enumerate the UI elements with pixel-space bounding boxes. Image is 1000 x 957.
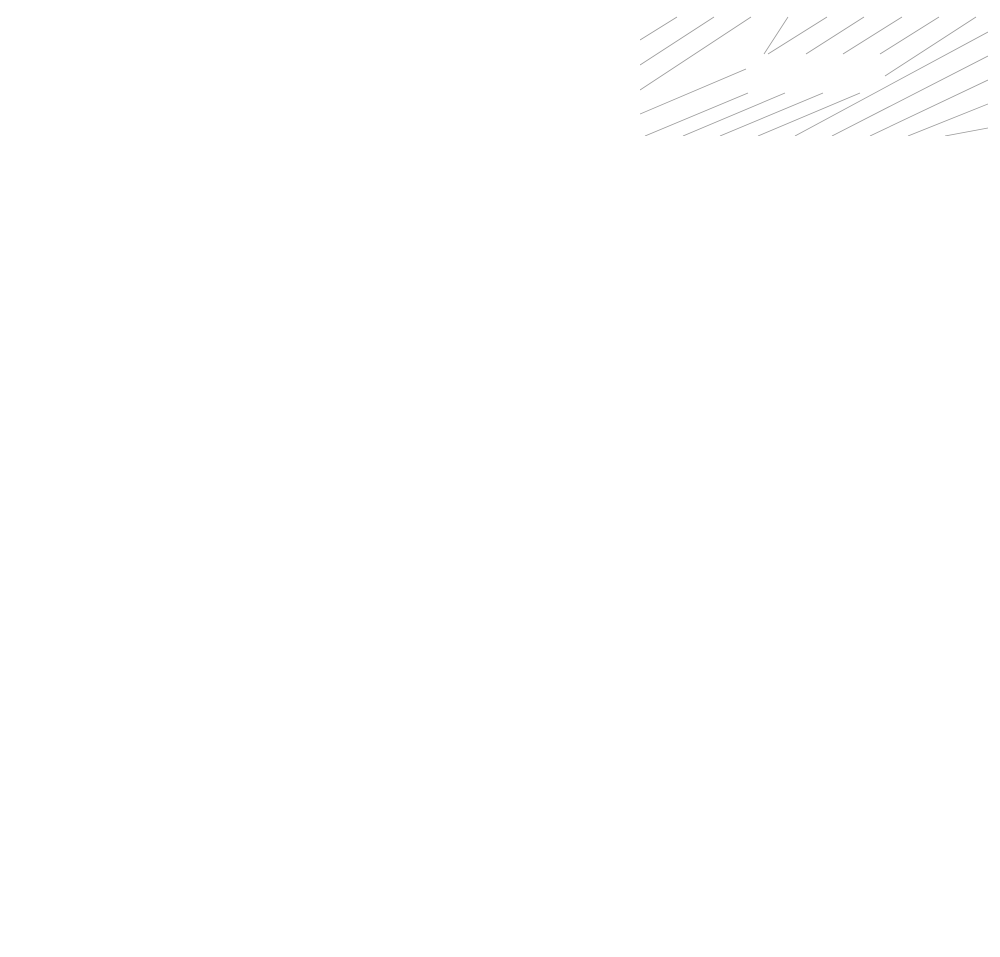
hatch-line bbox=[640, 16, 752, 91]
hatch-line bbox=[767, 16, 828, 55]
diagonal-hatch-pattern-icon bbox=[640, 16, 988, 136]
hatch-line bbox=[640, 16, 678, 41]
hatch-line bbox=[944, 127, 988, 136]
hatch-line bbox=[682, 92, 786, 136]
hatch-line bbox=[644, 92, 749, 136]
hatch-line bbox=[831, 55, 988, 136]
hatch-pattern-panel bbox=[640, 14, 988, 136]
hatch-line bbox=[640, 16, 715, 66]
hatch-line bbox=[869, 79, 988, 136]
hatch-line bbox=[757, 92, 861, 136]
hatch-line bbox=[805, 16, 865, 55]
hatch-line bbox=[763, 16, 789, 55]
hatch-line bbox=[640, 68, 747, 115]
hatch-line bbox=[842, 16, 903, 55]
hatch-line bbox=[884, 16, 977, 77]
hatch-line bbox=[907, 103, 988, 136]
hatch-line bbox=[879, 16, 940, 55]
hatch-line bbox=[794, 31, 988, 136]
hatch-line bbox=[719, 92, 824, 136]
